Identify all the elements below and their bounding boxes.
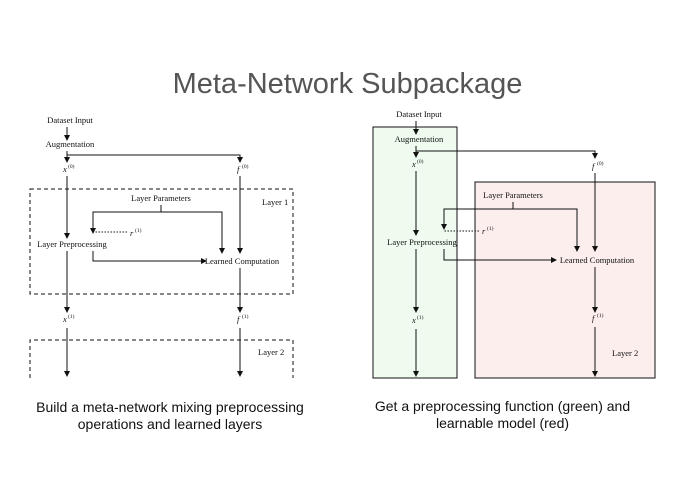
r1-symbol: r — [130, 228, 134, 238]
f0-symbol: f — [592, 161, 596, 171]
layer2-label: Layer 2 — [612, 348, 638, 358]
x0-superscript: (0) — [417, 158, 424, 165]
learned-computation-label: Learned Computation — [205, 256, 280, 266]
x0-superscript: (0) — [68, 163, 75, 170]
learnable-model-box — [474, 181, 656, 379]
layer2-label: Layer 2 — [258, 347, 284, 357]
f1-superscript: (1) — [242, 313, 249, 320]
layer-preprocessing-label: Layer Preprocessing — [37, 239, 107, 249]
f1-symbol: f — [592, 313, 596, 323]
left-caption: Build a meta-network mixing preprocessin… — [36, 399, 304, 432]
layer-parameters-label: Layer Parameters — [483, 190, 543, 200]
r1-superscript: (1) — [135, 227, 142, 234]
f0-superscript: (0) — [597, 160, 604, 167]
preprocessing-function-box — [372, 126, 458, 379]
right-caption: Get a preprocessing function (green) and… — [374, 398, 631, 431]
layer-parameters-label: Layer Parameters — [131, 193, 191, 203]
dataset-input-label: Dataset Input — [396, 109, 442, 119]
x1-symbol: x — [62, 314, 67, 324]
x1-symbol: x — [411, 315, 416, 325]
r1-superscript: (1) — [487, 225, 494, 232]
right-diagram: Dataset Input Augmentation x (0) f (0) L… — [372, 109, 656, 379]
learned-computation-label: Learned Computation — [560, 255, 635, 265]
r1-symbol: r — [482, 226, 486, 236]
f1-superscript: (1) — [597, 312, 604, 319]
f1-symbol: f — [237, 314, 241, 324]
layer-preprocessing-label: Layer Preprocessing — [387, 237, 457, 247]
slide-title: Meta-Network Subpackage — [172, 68, 523, 100]
layer1-label: Layer 1 — [262, 197, 288, 207]
x0-symbol: x — [62, 164, 67, 174]
f0-symbol: f — [237, 164, 241, 174]
layer2-box — [29, 339, 294, 378]
x0-symbol: x — [411, 159, 416, 169]
left-diagram: Dataset Input Augmentation x (0) f (0) L… — [29, 115, 294, 378]
x1-superscript: (1) — [417, 314, 424, 321]
augmentation-label: Augmentation — [46, 139, 95, 149]
x1-superscript: (1) — [68, 313, 75, 320]
f0-superscript: (0) — [242, 163, 249, 170]
augmentation-label: Augmentation — [395, 134, 444, 144]
dataset-input-label: Dataset Input — [47, 115, 93, 125]
layer1-box — [29, 188, 294, 295]
